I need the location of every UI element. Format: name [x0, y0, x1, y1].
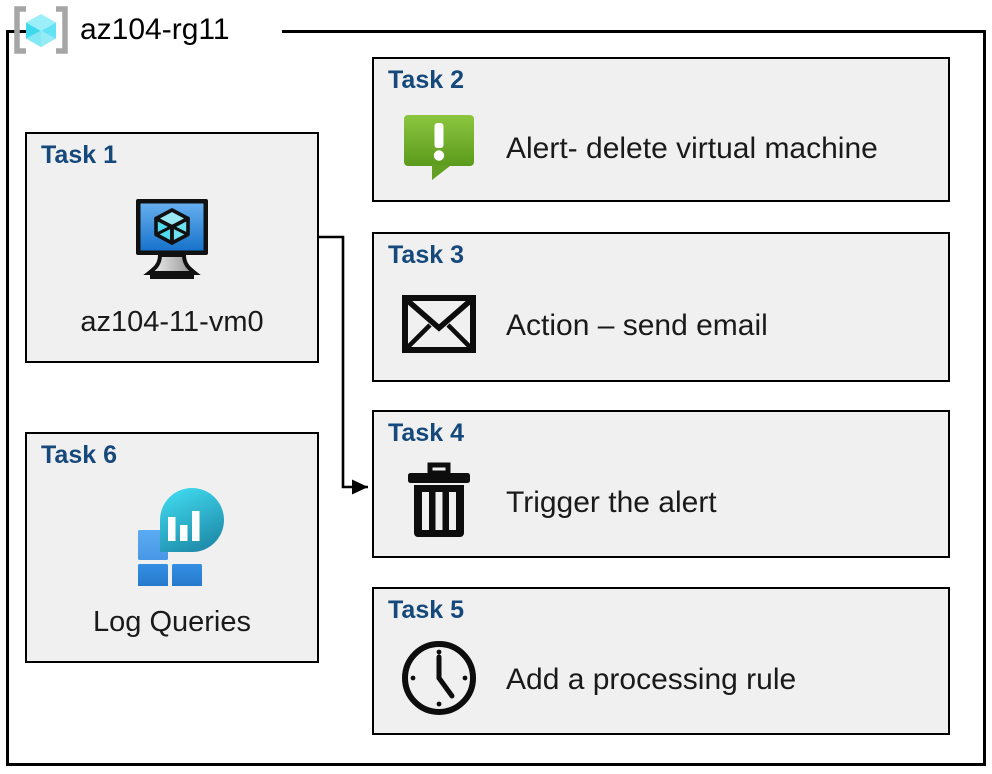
task4-caption: Trigger the alert	[506, 486, 717, 519]
task3-row: Action – send email	[400, 278, 938, 374]
task5-icon-wrap	[400, 640, 478, 719]
task3-icon-wrap	[400, 287, 478, 365]
resource-group-frame	[6, 30, 986, 766]
task3-card[interactable]: Task 3 Action – send email	[372, 232, 950, 382]
task4-title: Task 4	[388, 419, 464, 447]
task2-caption: Alert- delete virtual machine	[506, 131, 878, 165]
task2-icon-wrap	[400, 110, 478, 188]
log-analytics-icon	[120, 486, 224, 594]
task3-title: Task 3	[388, 241, 464, 269]
task2-title: Task 2	[388, 66, 464, 94]
alert-bubble-icon	[401, 108, 477, 189]
task1-title: Task 1	[41, 141, 117, 169]
task1-card[interactable]: Task 1	[25, 132, 319, 363]
task5-title: Task 5	[388, 596, 464, 624]
task5-row: Add a processing rule	[400, 633, 938, 727]
task6-title: Task 6	[41, 441, 117, 469]
task1-caption: az104-11-vm0	[80, 306, 264, 338]
task4-row: Trigger the alert	[400, 456, 938, 550]
trash-can-icon	[405, 461, 473, 546]
task6-card[interactable]: Task 6	[25, 432, 319, 663]
envelope-icon	[402, 294, 476, 358]
task3-caption: Action – send email	[506, 309, 768, 342]
task1-icon-wrap	[27, 186, 317, 290]
resource-group-label-mask	[36, 18, 282, 44]
task4-card[interactable]: Task 4	[372, 410, 950, 558]
task5-caption: Add a processing rule	[506, 663, 797, 696]
resource-group-cube-icon	[12, 5, 70, 55]
task6-caption: Log Queries	[93, 606, 251, 638]
task2-card[interactable]: Task 2	[372, 57, 950, 202]
clock-icon	[399, 638, 479, 723]
task4-icon-wrap	[400, 462, 478, 542]
task6-icon-wrap	[27, 486, 317, 594]
resource-group-name: az104-rg11	[80, 13, 230, 46]
task2-row: Alert- delete virtual machine	[400, 103, 938, 194]
resource-group-header: az104-rg11	[12, 4, 230, 56]
task5-card[interactable]: Task 5 Add a proce	[372, 587, 950, 735]
virtual-machine-icon	[126, 193, 218, 284]
